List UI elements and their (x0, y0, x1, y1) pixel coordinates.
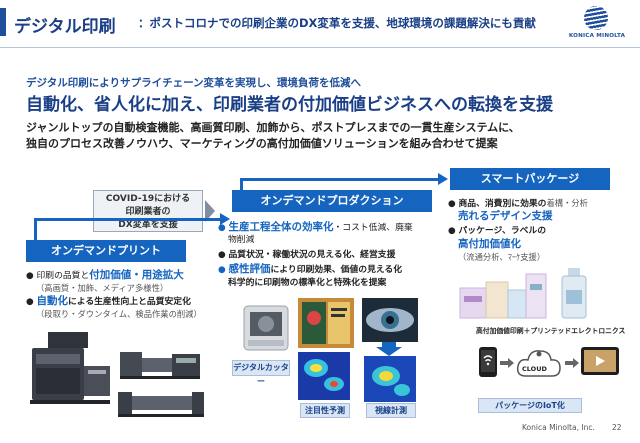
sp-bullet-2: ● パッケージ、ラベルの (448, 226, 546, 237)
finishing-line-image (120, 352, 200, 379)
logo-text: KONICA MINOLTA (568, 33, 626, 39)
connector-odp-vertical (240, 178, 243, 190)
description: ジャンルトップの自動検査機能、高画質印刷、加飾から、ポストプレスまでの一貫生産シ… (26, 120, 520, 152)
sp-bullet-1-emphasis: 売れるデザイン支援 (458, 210, 553, 222)
od-bullet-1: ● 印刷の品質と付加価値・用途拡大 (26, 270, 184, 282)
attention-heatmap-image (298, 352, 350, 400)
eye-tracking-caption: 視線計測 (366, 403, 416, 418)
phone-to-cloud-arrow-icon (500, 358, 514, 368)
production-printer-image (30, 332, 110, 404)
bullet-dot-icon: ● (448, 226, 456, 236)
eye-image (362, 298, 418, 342)
attention-prediction-caption: 注目性予測 (300, 403, 350, 418)
odp-bullet-1-emphasis: 生産工程全体の効率化 (228, 221, 334, 233)
footer-company: Konica Minolta, Inc. (522, 423, 595, 432)
slide-subtitle: ：ポストコロナでの印刷企業のDX変革を支援、地球環境の課題解決にも貢献 (138, 16, 536, 30)
bullet-dot-icon: ● (448, 199, 456, 209)
sp-bullet-2-subtext: （流通分析、ﾏｰｹ支援） (458, 252, 546, 262)
konica-minolta-logo: KONICA MINOLTA (566, 6, 628, 46)
od-bullet-1-text: 印刷の品質と (36, 271, 90, 281)
smartphone-icon (479, 347, 497, 377)
sp-bullet-1-text: 商品、消費別に効果の (458, 199, 547, 209)
odp-bullet-3-text: により印刷効果、価値の見える化 (270, 265, 402, 275)
package-products-image (459, 273, 547, 319)
arrow-right-icon (438, 173, 448, 185)
tablet-video-icon (581, 347, 619, 375)
od-bullet-1-sub: （高画質・加飾、メディア多様性） (36, 283, 168, 295)
odp-bullet-3: ● 感性評価により印刷効果、価値の見える化 (218, 264, 402, 276)
package-bottle-image (561, 268, 587, 319)
bullet-dot-icon: ● (218, 223, 226, 233)
smart-package-title: スマートパッケージ (450, 168, 610, 190)
cloud-text: CLOUD (522, 365, 547, 373)
odp-note-text: 科学的に印刷物の標準化と特殊化を提案 (228, 278, 387, 288)
book-cover-image (298, 298, 354, 348)
slide-title: デジタル印刷 (14, 17, 116, 37)
sp-bullet-1-light: 着構・分析 (546, 198, 588, 208)
eye-tracking-heatmap-image (364, 356, 416, 402)
bullet-dot-icon: ● (218, 265, 226, 275)
sp-bullet-2-sub: （流通分析、ﾏｰｹ支援） (458, 252, 545, 264)
label-printer-caption: 高付加価値印刷＋プリンテッドエレクトロニクス (476, 327, 626, 335)
grey-arrow-icon (205, 200, 215, 222)
odp-bullet-3-emphasis: 感性評価 (228, 263, 271, 275)
arrow-right-icon (220, 213, 230, 225)
digital-cutter-image (243, 305, 289, 351)
sp-bullet-1-em: 売れるデザイン支援 (458, 211, 553, 223)
digital-cutter-caption: デジタルカッター (232, 360, 290, 386)
connector-od-horizontal (34, 218, 220, 221)
od-bullet-2-emphasis: 自動化 (36, 295, 68, 307)
odp-bullet-2-text: 品質状況・稼働状況の見える化、経営支援 (228, 250, 396, 260)
odp-bullet-2: ● 品質状況・稼働状況の見える化、経営支援 (218, 250, 395, 261)
covid-line-1: COVID-19における (105, 194, 191, 204)
covid-dx-box: COVID-19における 印刷業者の DX変革を支援 (93, 190, 203, 232)
description-line-1: ジャンルトップの自動検査機能、高画質印刷、加飾から、ポストプレスまでの一貫生産シ… (26, 121, 520, 134)
od-bullet-2: ● 自動化による生産性向上と品質安定化 (26, 296, 191, 308)
lead-headline: 自動化、省人化に加え、印刷業者の付加価値ビジネスへの転換を支援 (26, 95, 553, 115)
connector-od-vertical (34, 218, 37, 240)
ondemand-print-title: オンデマンドプリント (26, 240, 186, 262)
description-line-2: 独自のプロセス改善ノウハウ、マーケティングの高付加価値ソリューションを組み合わせ… (26, 137, 498, 150)
sp-bullet-2-text: パッケージ、ラベルの (458, 226, 547, 236)
page-number: 22 (612, 423, 622, 432)
connector-odp-horizontal (240, 178, 438, 181)
bullet-dot-icon: ● (26, 297, 34, 307)
header-accent-bar (0, 8, 6, 36)
od-bullet-2-text: による生産性向上と品質安定化 (67, 297, 191, 307)
bullet-dot-icon: ● (26, 271, 34, 281)
sp-bullet-1: ● 商品、消費別に効果の着構・分析 (448, 198, 588, 210)
sp-bullet-2-em: 高付加価値化 (458, 239, 521, 251)
globe-logo-icon (584, 6, 608, 30)
down-arrow-icon (376, 342, 402, 356)
odp-note: 科学的に印刷物の標準化と特殊化を提案 (228, 278, 386, 289)
lead-kicker: デジタル印刷によりサプライチェーン変革を実現し、環境負荷を低減へ (26, 77, 362, 89)
cloud-label: CLOUD (522, 364, 547, 375)
odp-bullet-1-text: ・コスト低減、廃棄 (333, 223, 413, 233)
label-press-image (118, 392, 204, 417)
cloud-to-tablet-arrow-icon (565, 358, 579, 368)
odp-bullet-1-line2: 物削減 (228, 235, 254, 246)
cloud-icon (516, 350, 561, 377)
bullet-dot-icon: ● (218, 250, 226, 260)
od-bullet-1-subtext: （高画質・加飾、メディア多様性） (36, 283, 169, 293)
odp-bullet-1: ● 生産工程全体の効率化・コスト低減、廃棄 (218, 222, 413, 234)
ondemand-production-title: オンデマンドプロダクション (232, 190, 432, 212)
od-bullet-2-sub: （段取り・ダウンタイム、検品作業の削減） (36, 309, 202, 321)
od-bullet-1-emphasis: 付加価値・用途拡大 (89, 269, 184, 281)
od-bullet-2-subtext: （段取り・ダウンタイム、検品作業の削減） (36, 309, 202, 319)
slide-header: デジタル印刷 ：ポストコロナでの印刷企業のDX変革を支援、地球環境の課題解決にも… (0, 0, 640, 48)
odp-bullet-1-text-2: 物削減 (228, 235, 255, 245)
covid-line-3: DX変革を支援 (118, 220, 178, 230)
label-printer-text: 高付加価値印刷＋プリンテッドエレクトロニクス (476, 326, 625, 337)
covid-line-2: 印刷業者の (125, 207, 171, 217)
package-iot-caption: パッケージのIoT化 (478, 398, 582, 413)
sp-bullet-2-emphasis: 高付加価値化 (458, 238, 521, 250)
